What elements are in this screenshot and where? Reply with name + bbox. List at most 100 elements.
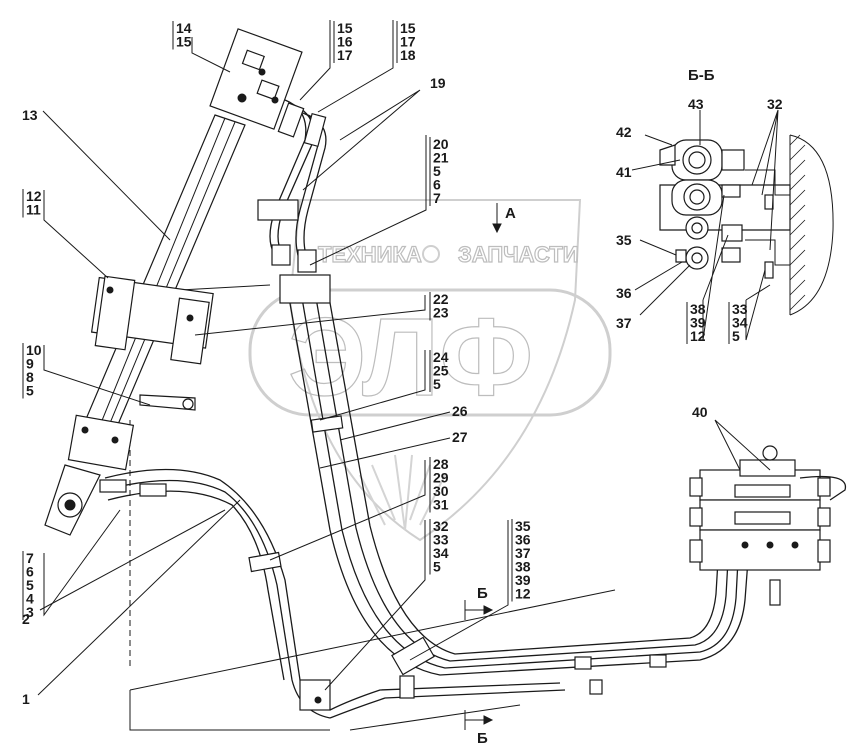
callout-number: 5: [433, 376, 441, 392]
callout-number: 15: [400, 20, 416, 36]
callout-group-2: 2: [22, 611, 30, 627]
callout-number: 16: [337, 34, 353, 50]
callout-number: 28: [433, 456, 449, 472]
callout-number: 33: [433, 532, 449, 548]
callout-number: 40: [692, 404, 708, 420]
callout-group-36b: 36: [616, 285, 632, 301]
callout-number: 34: [433, 545, 449, 561]
callout-number: 18: [400, 47, 416, 63]
callout-number: 14: [176, 20, 192, 36]
callout-number: 23: [433, 305, 449, 321]
callout-number: 6: [26, 564, 34, 580]
callout-number: 37: [616, 315, 632, 331]
frame-lines: [129, 284, 616, 731]
callout-number: 35: [515, 518, 531, 534]
view-arrows: А Б Б Б-Б: [464, 67, 715, 747]
hose-clamp-22: [279, 274, 331, 304]
cut-label-bottom: Б: [477, 730, 488, 747]
callout-number: 5: [26, 383, 34, 399]
watermark-text-right: ЗАПЧАСТИ: [458, 242, 579, 267]
upper-hoses: [257, 99, 327, 273]
view-label-a: А: [505, 205, 516, 222]
callout-group-27: 27: [452, 429, 468, 445]
callout-number: 12: [26, 188, 42, 204]
hose-clamp-lower: [391, 636, 435, 676]
callout-number: 33: [732, 301, 748, 317]
callout-group-19: 19: [430, 75, 446, 91]
callout-number: 5: [732, 328, 740, 344]
wheat-emblem: [359, 454, 446, 531]
callout-number: 42: [616, 124, 632, 140]
callout-group-13: 13: [22, 107, 38, 123]
callout-number: 5: [26, 577, 34, 593]
cylinder-lower-clamp: [67, 414, 135, 471]
callout-number: 7: [433, 190, 441, 206]
callout-number: 22: [433, 291, 449, 307]
callout-number: 34: [732, 315, 748, 331]
watermark-text-left: ТЕХНИКА: [318, 242, 422, 267]
callout-group-1: 1: [22, 691, 30, 707]
callout-number: 15: [176, 34, 192, 50]
section-title: Б-Б: [688, 67, 715, 84]
callout-number: 36: [515, 532, 531, 548]
callout-number: 37: [515, 545, 531, 561]
callout-number: 32: [433, 518, 449, 534]
callout-number: 35: [616, 232, 632, 248]
callout-number: 17: [337, 47, 353, 63]
callout-group-35b: 35: [616, 232, 632, 248]
callout-number: 32: [767, 96, 783, 112]
callout-number: 38: [515, 559, 531, 575]
callout-number: 29: [433, 470, 449, 486]
callout-group-41: 41: [616, 164, 632, 180]
callout-number: 7: [26, 550, 34, 566]
hydraulic-cylinder: [44, 28, 303, 536]
leader-lines: [37, 20, 779, 696]
callout-number: 17: [400, 34, 416, 50]
callout-number: 39: [690, 315, 706, 331]
callout-number: 24: [433, 349, 449, 365]
callout-number: 36: [616, 285, 632, 301]
callout-number: 19: [430, 75, 446, 91]
callout-number: 27: [452, 429, 468, 445]
callout-group-42: 42: [616, 124, 632, 140]
callout-number: 38: [690, 301, 706, 317]
center-hoses: [279, 274, 749, 695]
callout-group-40: 40: [692, 404, 708, 420]
callout-number: 8: [26, 369, 34, 385]
callout-number: 11: [26, 202, 41, 218]
callout-number: 31: [433, 497, 449, 513]
callout-number: 39: [515, 572, 531, 588]
callout-number: 5: [433, 559, 441, 575]
callout-number: 43: [688, 96, 704, 112]
watermark: ТЕХНИКА ЗАПЧАСТИ ЭЛФ: [248, 199, 612, 542]
callout-number: 21: [433, 150, 449, 166]
callout-number: 30: [433, 483, 449, 499]
callout-number: 6: [433, 177, 441, 193]
callout-number: 15: [337, 20, 353, 36]
callout-number: 12: [690, 328, 706, 344]
gear-icon: [422, 245, 440, 263]
callout-number: 25: [433, 363, 449, 379]
callout-number: 13: [22, 107, 38, 123]
callout-number: 4: [26, 591, 34, 607]
cylinder-head-block: [209, 28, 303, 130]
cut-label-top: Б: [477, 585, 488, 602]
control-valve-block: [689, 445, 847, 606]
callout-number: 41: [616, 164, 632, 180]
callout-group-43: 43: [688, 96, 704, 112]
watermark-letters: ЭЛФ: [288, 296, 533, 419]
